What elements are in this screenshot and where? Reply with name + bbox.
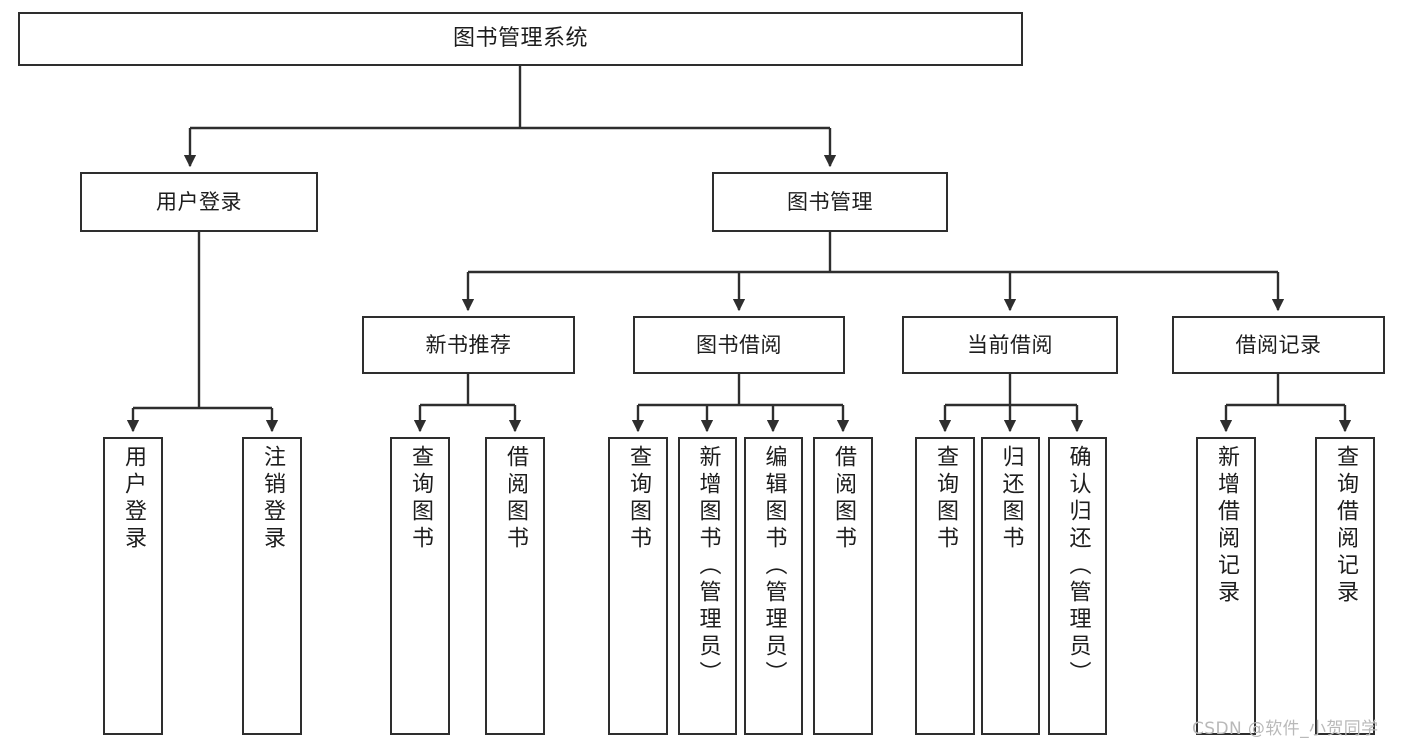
node-root-library-system[interactable]: 图书管理系统 [18, 12, 1023, 66]
node-new-book-recommend[interactable]: 新书推荐 [362, 316, 575, 374]
node-label: 新书推荐 [425, 332, 512, 357]
leaf-user-login-signin[interactable]: 用户登录 [103, 437, 163, 735]
node-label: 借阅记录 [1235, 332, 1322, 357]
leaf-current-confirm-return-admin[interactable]: 确认归还（管理员） [1048, 437, 1107, 735]
node-label: 编辑图书（管理员） [761, 445, 787, 688]
node-label: 用户登录 [121, 445, 146, 553]
leaf-records-query-record[interactable]: 查询借阅记录 [1315, 437, 1375, 735]
node-label: 确认归还（管理员） [1065, 445, 1091, 688]
node-label: 新增借阅记录 [1214, 445, 1239, 607]
node-label: 查询图书 [626, 445, 651, 553]
node-book-borrow[interactable]: 图书借阅 [633, 316, 845, 374]
leaf-newbook-borrow-book[interactable]: 借阅图书 [485, 437, 545, 735]
node-user-login[interactable]: 用户登录 [80, 172, 318, 232]
leaf-newbook-query-book[interactable]: 查询图书 [390, 437, 450, 735]
leaf-borrow-query-book[interactable]: 查询图书 [608, 437, 668, 735]
node-current-borrow[interactable]: 当前借阅 [902, 316, 1118, 374]
node-label: 注销登录 [260, 445, 285, 553]
leaf-borrow-edit-book-admin[interactable]: 编辑图书（管理员） [744, 437, 803, 735]
leaf-current-return-book[interactable]: 归还图书 [981, 437, 1040, 735]
node-label: 查询图书 [408, 445, 433, 553]
node-label: 查询借阅记录 [1333, 445, 1358, 607]
node-label: 图书借阅 [696, 332, 782, 357]
node-label: 当前借阅 [967, 332, 1053, 357]
leaf-borrow-add-book-admin[interactable]: 新增图书（管理员） [678, 437, 737, 735]
node-label: 归还图书 [998, 445, 1024, 553]
node-label: 新增图书（管理员） [695, 445, 721, 688]
leaf-current-query-book[interactable]: 查询图书 [915, 437, 975, 735]
node-label: 查询图书 [933, 445, 958, 553]
node-label: 图书管理系统 [452, 26, 588, 52]
csdn-watermark: CSDN @软件_小贺同学 [1192, 719, 1379, 739]
leaf-records-add-record[interactable]: 新增借阅记录 [1196, 437, 1256, 735]
node-book-management[interactable]: 图书管理 [712, 172, 948, 232]
leaf-borrow-borrow-book[interactable]: 借阅图书 [813, 437, 873, 735]
node-label: 图书管理 [787, 189, 873, 214]
node-label: 借阅图书 [831, 445, 856, 553]
leaf-user-login-signout[interactable]: 注销登录 [242, 437, 302, 735]
node-label: 借阅图书 [503, 445, 528, 553]
node-label: 用户登录 [156, 189, 242, 214]
node-borrow-records[interactable]: 借阅记录 [1172, 316, 1385, 374]
